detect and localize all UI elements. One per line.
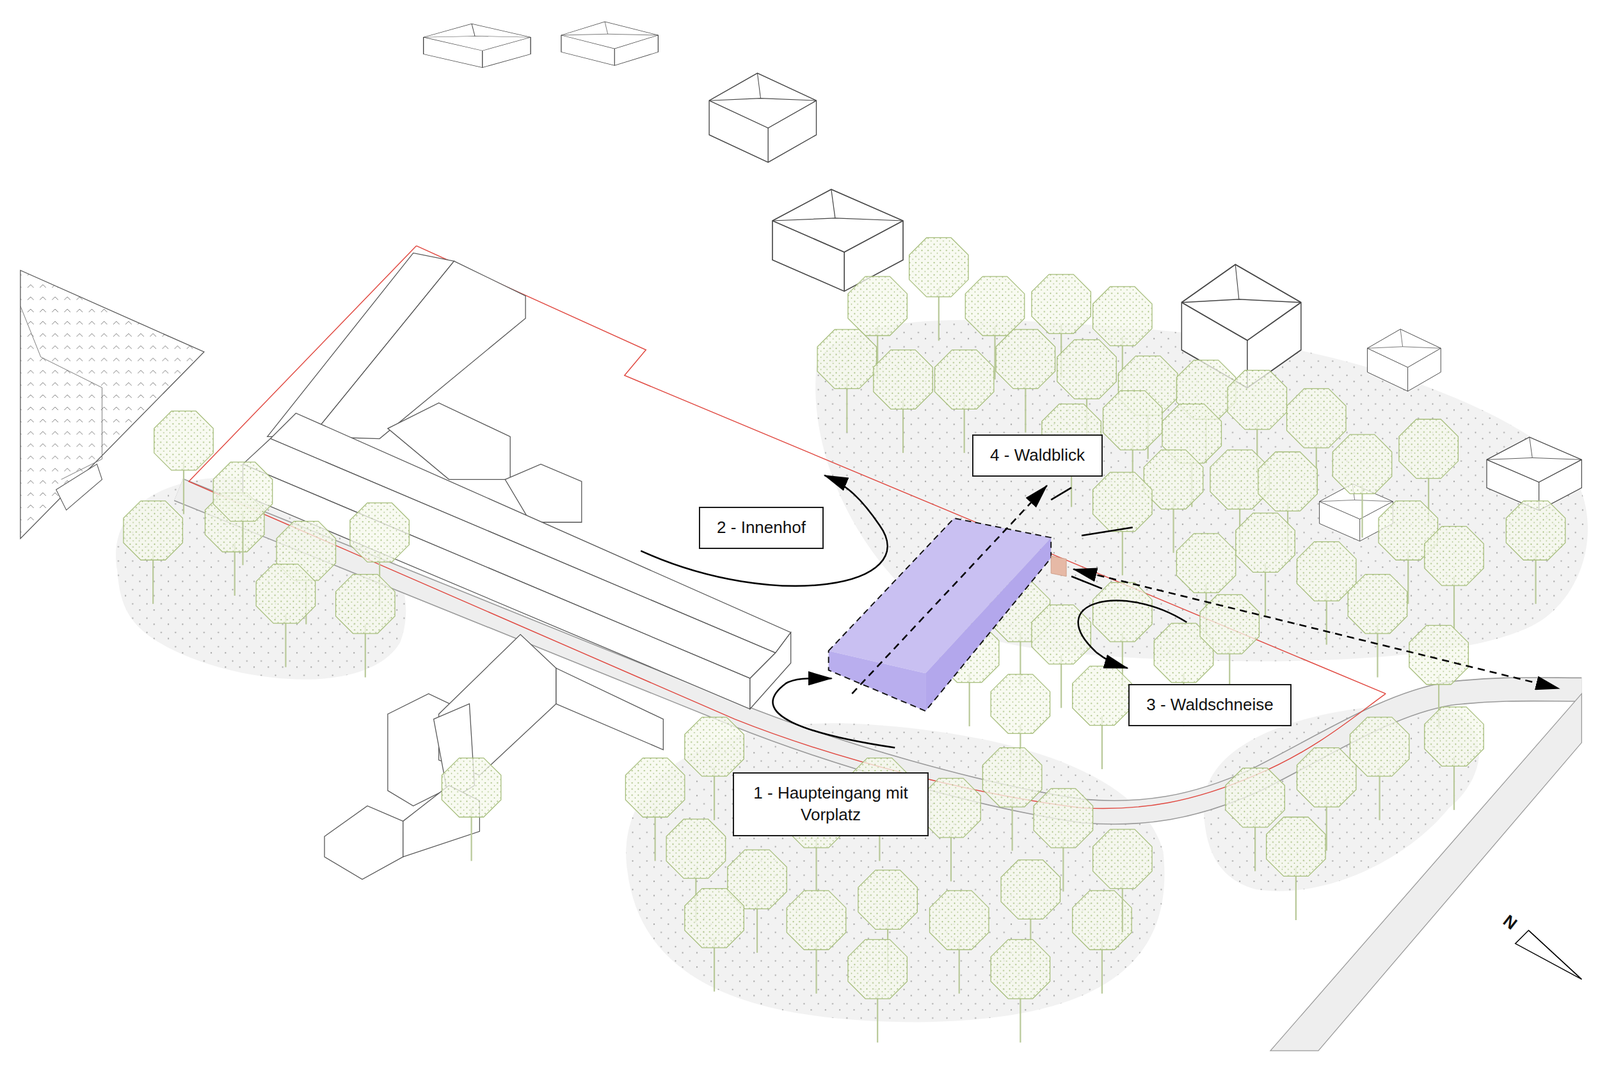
label-text: 2 - Innenhof — [716, 517, 806, 539]
label-text: 3 - Waldschneise — [1146, 694, 1273, 717]
arrows — [640, 475, 1560, 749]
road — [1270, 693, 1582, 1051]
property-line — [188, 245, 1386, 809]
label-box: 4 - Waldblick — [972, 434, 1103, 477]
north-label: N — [1498, 911, 1521, 935]
small-shed — [56, 464, 103, 511]
new-building — [828, 518, 1067, 712]
label-text: 4 - Waldblick — [990, 444, 1085, 467]
neighbour-houses — [423, 21, 1583, 542]
label-box: 3 - Waldschneise — [1128, 684, 1292, 727]
trees — [123, 237, 1566, 1043]
plaza-line — [20, 305, 103, 480]
lower-buildings — [324, 634, 664, 880]
label-text: 1 - Haupteingang mit Vorplatz — [750, 782, 911, 827]
label-box: 1 - Haupteingang mit Vorplatz — [732, 772, 929, 837]
north-arrow — [1515, 930, 1583, 980]
label-box: 2 - Innenhof — [698, 506, 824, 550]
